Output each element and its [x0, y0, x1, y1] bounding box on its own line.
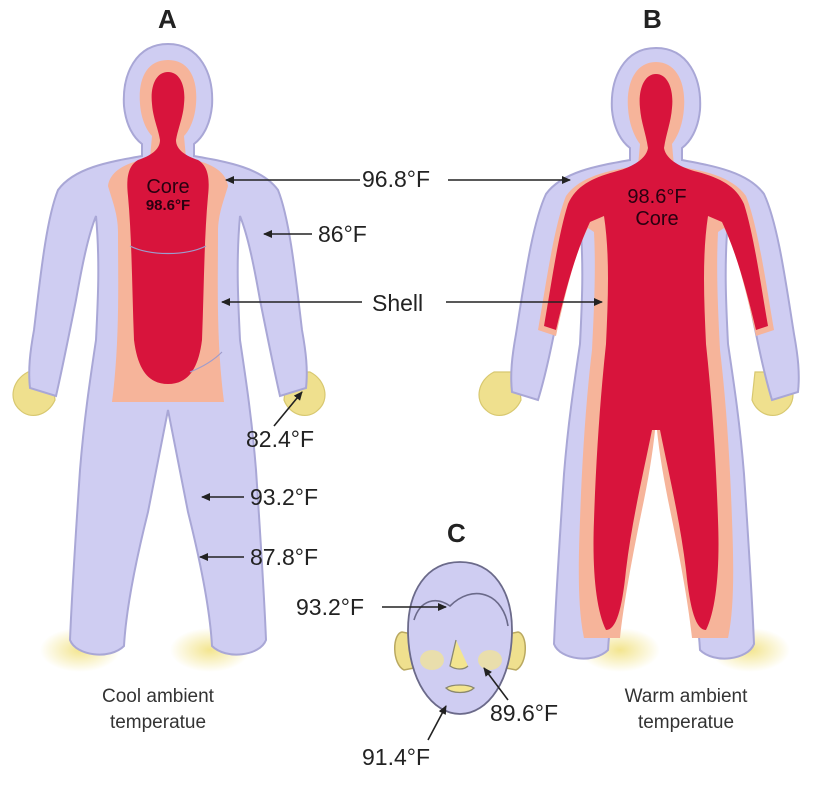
figure-b-core-text: 98.6°F Core	[612, 186, 702, 230]
label-upper-arm-temp: 96.8°F	[362, 168, 430, 191]
figure-c-face	[395, 562, 526, 714]
figure-a-body	[13, 44, 325, 672]
figure-a-core-label: Core	[128, 176, 208, 198]
figure-a-core-temp: 98.6°F	[128, 198, 208, 215]
label-chin-temp: 91.4°F	[362, 746, 430, 769]
label-thigh-temp: 93.2°F	[250, 486, 318, 509]
label-cheek-temp: 89.6°F	[490, 702, 558, 725]
label-shell: Shell	[372, 292, 423, 315]
label-hand-temp: 82.4°F	[246, 428, 314, 451]
panel-label-c: C	[447, 520, 466, 546]
label-forehead-temp: 93.2°F	[296, 596, 364, 619]
figure-a-caption-line1: Cool ambient	[48, 684, 268, 710]
label-calf-temp: 87.8°F	[250, 546, 318, 569]
face-mouth	[446, 685, 474, 693]
figure-b-caption-line1: Warm ambient	[576, 684, 796, 710]
figure-b-caption-line2: temperatue	[576, 710, 796, 736]
figure-b-core-label: Core	[612, 208, 702, 230]
figure-a-core-text: Core 98.6°F	[128, 176, 208, 215]
arrow-91-4	[428, 706, 446, 740]
face-right-cheek	[478, 650, 502, 670]
figure-a-caption-line2: temperatue	[48, 710, 268, 736]
figure-a-caption: Cool ambient temperatue	[48, 684, 268, 735]
face-left-cheek	[420, 650, 444, 670]
figure-b-body	[479, 48, 799, 672]
figure-b-core-temp: 98.6°F	[612, 186, 702, 208]
panel-label-a: A	[158, 6, 177, 32]
panel-label-b: B	[643, 6, 662, 32]
label-elbow-temp: 86°F	[318, 223, 367, 246]
figure-b-caption: Warm ambient temperatue	[576, 684, 796, 735]
